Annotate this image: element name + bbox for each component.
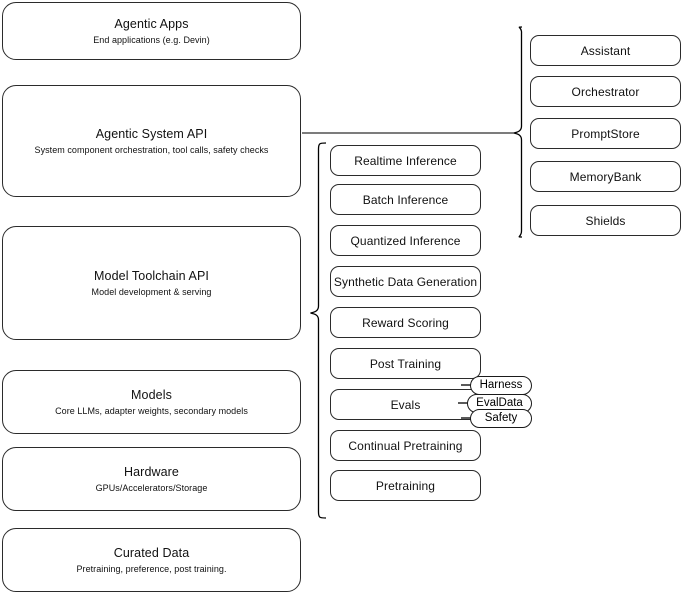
toolchain-item-reward-scoring[interactable]: Reward Scoring bbox=[330, 307, 481, 338]
toolchain-item-label: Synthetic Data Generation bbox=[333, 274, 478, 289]
toolchain-item-post-training[interactable]: Post Training bbox=[330, 348, 481, 379]
layer-subtitle: Core LLMs, adapter weights, secondary mo… bbox=[55, 405, 248, 416]
layer-hardware[interactable]: Hardware GPUs/Accelerators/Storage bbox=[2, 447, 301, 511]
toolchain-item-label: Quantized Inference bbox=[350, 233, 461, 248]
toolchain-item-label: Reward Scoring bbox=[362, 315, 449, 330]
agentic-system-item-shields[interactable]: Shields bbox=[530, 205, 681, 236]
layer-model-toolchain-api[interactable]: Model Toolchain API Model development & … bbox=[2, 226, 301, 340]
agentic-system-item-label: MemoryBank bbox=[569, 169, 642, 184]
agentic-system-item-label: Shields bbox=[585, 213, 626, 228]
evals-subitem-safety[interactable]: Safety bbox=[470, 409, 532, 428]
layer-agentic-apps[interactable]: Agentic Apps End applications (e.g. Devi… bbox=[2, 2, 301, 60]
layer-subtitle: End applications (e.g. Devin) bbox=[93, 34, 210, 45]
toolchain-item-evals[interactable]: Evals bbox=[330, 389, 481, 420]
layer-subtitle: Pretraining, preference, post training. bbox=[76, 563, 227, 574]
toolchain-item-label: Evals bbox=[390, 397, 421, 412]
toolchain-item-label: Pretraining bbox=[375, 478, 436, 493]
toolchain-item-continual-pretraining[interactable]: Continual Pretraining bbox=[330, 430, 481, 461]
toolchain-item-realtime-inference[interactable]: Realtime Inference bbox=[330, 145, 481, 176]
toolchain-item-label: Continual Pretraining bbox=[348, 438, 463, 453]
agentic-system-item-promptstore[interactable]: PromptStore bbox=[530, 118, 681, 149]
layer-title: Hardware bbox=[124, 464, 179, 479]
layer-curated-data[interactable]: Curated Data Pretraining, preference, po… bbox=[2, 528, 301, 592]
toolchain-item-label: Realtime Inference bbox=[354, 153, 457, 168]
evals-subitem-label: Harness bbox=[479, 378, 523, 391]
agentic-system-item-label: Assistant bbox=[580, 43, 631, 58]
agentic-system-item-assistant[interactable]: Assistant bbox=[530, 35, 681, 66]
agentic-system-components-brace bbox=[513, 26, 523, 238]
agentic-system-item-label: PromptStore bbox=[571, 126, 640, 141]
toolchain-item-batch-inference[interactable]: Batch Inference bbox=[330, 184, 481, 215]
layer-models[interactable]: Models Core LLMs, adapter weights, secon… bbox=[2, 370, 301, 434]
layer-title: Agentic Apps bbox=[114, 16, 189, 31]
layer-title: Curated Data bbox=[113, 545, 190, 560]
evals-subitem-label: Safety bbox=[484, 411, 518, 424]
layer-title: Model Toolchain API bbox=[94, 268, 209, 283]
agentic-system-item-orchestrator[interactable]: Orchestrator bbox=[530, 76, 681, 107]
evals-subitem-label: EvalData bbox=[476, 396, 523, 409]
toolchain-item-quantized-inference[interactable]: Quantized Inference bbox=[330, 225, 481, 256]
layer-subtitle: GPUs/Accelerators/Storage bbox=[95, 482, 208, 493]
evals-subitem-harness[interactable]: Harness bbox=[470, 376, 532, 395]
toolchain-item-label: Batch Inference bbox=[362, 192, 449, 207]
layer-subtitle: Model development & serving bbox=[91, 286, 212, 297]
agentic-system-item-memorybank[interactable]: MemoryBank bbox=[530, 161, 681, 192]
layer-subtitle: System component orchestration, tool cal… bbox=[34, 144, 269, 155]
toolchain-item-synthetic-data-generation[interactable]: Synthetic Data Generation bbox=[330, 266, 481, 297]
toolchain-item-label: Post Training bbox=[369, 356, 442, 371]
layer-agentic-system-api[interactable]: Agentic System API System component orch… bbox=[2, 85, 301, 197]
agentic-system-item-label: Orchestrator bbox=[571, 84, 640, 99]
layer-title: Agentic System API bbox=[95, 126, 208, 141]
toolchain-item-pretraining[interactable]: Pretraining bbox=[330, 470, 481, 501]
toolchain-components-brace bbox=[310, 142, 327, 519]
layer-title: Models bbox=[131, 387, 172, 402]
